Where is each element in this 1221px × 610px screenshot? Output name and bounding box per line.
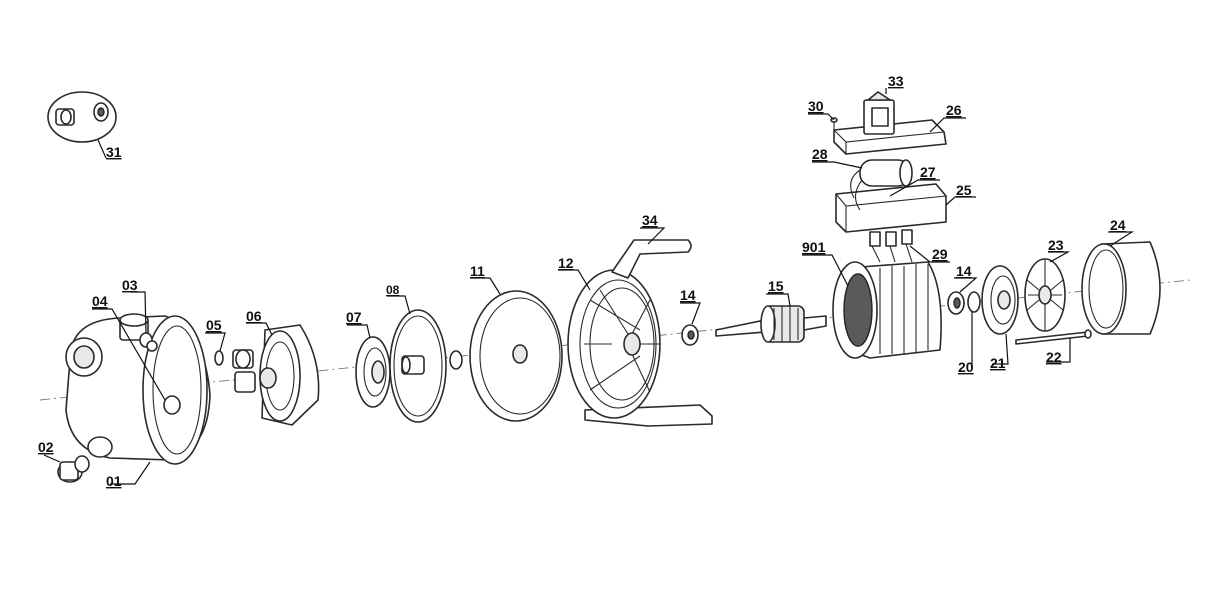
label-05: 05 [206, 317, 222, 333]
label-12: 12 [558, 255, 574, 271]
part-20-oring [967, 291, 981, 368]
label-24: 24 [1110, 217, 1126, 233]
label-23: 23 [1048, 237, 1064, 253]
part-01-pump-housing [65, 313, 211, 485]
part-21-end-shield [981, 265, 1019, 365]
part-labels: 31 03 04 05 06 07 08 11 12 34 14 15 901 … [38, 73, 1126, 489]
part-12-bracket [558, 269, 713, 427]
part-30-screw [808, 113, 838, 134]
part-26-box-cover [833, 117, 966, 155]
label-26: 26 [946, 102, 962, 118]
label-33: 33 [888, 73, 904, 89]
part-27-cable [889, 179, 940, 197]
label-25: 25 [956, 182, 972, 198]
part-29-terminals [869, 229, 950, 263]
label-30: 30 [808, 98, 824, 114]
part-14-bearing-right [947, 277, 978, 315]
part-07-impeller [347, 324, 391, 408]
part-06-diffuser [232, 322, 320, 426]
label-11: 11 [470, 263, 485, 279]
label-14-right: 14 [956, 263, 972, 279]
part-34-handle [611, 227, 692, 279]
part-05-oring [205, 332, 226, 366]
part-08-disc [387, 295, 463, 423]
label-01: 01 [106, 473, 122, 489]
label-06: 06 [246, 308, 262, 324]
part-15-rotor [715, 293, 827, 343]
part-28-capacitor [812, 159, 913, 211]
label-02: 02 [38, 439, 54, 455]
part-22-screw [1015, 329, 1092, 363]
label-31: 31 [106, 144, 122, 160]
part-14-bearing-left [680, 302, 701, 346]
label-07: 07 [346, 309, 362, 325]
label-03: 03 [122, 277, 138, 293]
label-14-left: 14 [680, 287, 696, 303]
part-24-fan-cover [1081, 231, 1161, 335]
part-25-terminal-box [835, 183, 976, 233]
part-31-detail [47, 91, 117, 159]
label-28: 28 [812, 146, 828, 162]
label-04: 04 [92, 293, 108, 309]
part-04-oring [92, 308, 166, 401]
part-02-drain-plug [43, 454, 90, 483]
label-34: 34 [642, 212, 658, 228]
label-15: 15 [768, 278, 784, 294]
label-22: 22 [1046, 349, 1062, 365]
part-33-switch [863, 88, 895, 135]
label-29: 29 [932, 246, 948, 262]
label-901: 901 [802, 239, 826, 255]
label-27: 27 [920, 164, 936, 180]
label-21: 21 [990, 355, 1006, 371]
part-23-fan [1024, 251, 1071, 332]
label-08: 08 [386, 283, 400, 297]
part-11-seal-plate [469, 277, 563, 422]
label-20: 20 [958, 359, 974, 375]
part-901-stator [802, 254, 942, 359]
